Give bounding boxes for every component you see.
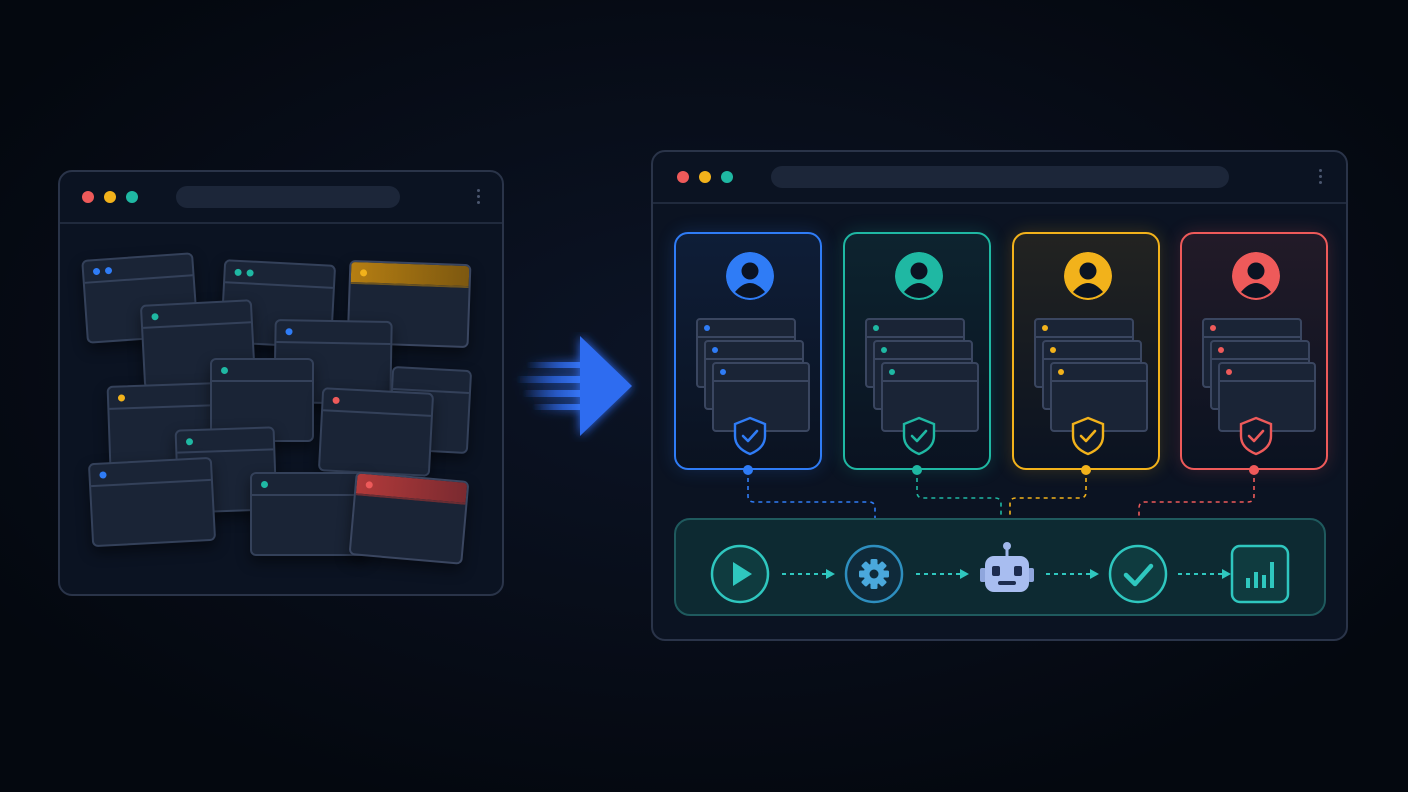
menu-dots-icon <box>1319 169 1322 172</box>
user-avatar-icon <box>1232 252 1280 300</box>
shield-check-icon <box>733 416 767 456</box>
close-dot-icon <box>82 191 94 203</box>
stacked-window <box>881 362 979 432</box>
minimize-dot-icon <box>104 191 116 203</box>
gear-icon[interactable] <box>844 544 904 604</box>
automation-pipeline <box>674 518 1326 616</box>
pipeline-arrow-icon <box>916 569 969 579</box>
scattered-windows <box>60 172 506 598</box>
robot-icon[interactable] <box>974 540 1040 606</box>
pipeline-arrow-icon <box>782 569 835 579</box>
shield-check-icon <box>1071 416 1105 456</box>
pipeline-arrow-icon <box>1046 569 1099 579</box>
user-avatar-icon <box>895 252 943 300</box>
check-icon[interactable] <box>1108 544 1168 604</box>
scattered-window <box>348 471 470 565</box>
pipeline-arrow-icon <box>1178 569 1231 579</box>
user-column-blue[interactable] <box>674 232 822 470</box>
user-avatar-icon <box>726 252 774 300</box>
address-bar <box>771 166 1229 188</box>
user-column-red[interactable] <box>1180 232 1328 470</box>
scattered-window <box>250 472 368 556</box>
maximize-dot-icon <box>721 171 733 183</box>
shield-check-icon <box>902 416 936 456</box>
right-browser-titlebar <box>653 152 1346 204</box>
minimize-dot-icon <box>699 171 711 183</box>
scattered-window <box>87 456 217 548</box>
close-dot-icon <box>677 171 689 183</box>
left-browser-window <box>58 170 504 596</box>
bar-chart-icon[interactable] <box>1230 544 1290 604</box>
right-arrow-icon <box>516 336 632 436</box>
menu-dots-icon <box>477 189 480 192</box>
user-column-teal[interactable] <box>843 232 991 470</box>
address-bar <box>176 186 400 208</box>
play-icon[interactable] <box>710 544 770 604</box>
left-browser-titlebar <box>60 172 502 224</box>
user-avatar-icon <box>1064 252 1112 300</box>
user-column-yellow[interactable] <box>1012 232 1160 470</box>
maximize-dot-icon <box>126 191 138 203</box>
scattered-window <box>317 387 435 477</box>
shield-check-icon <box>1239 416 1273 456</box>
